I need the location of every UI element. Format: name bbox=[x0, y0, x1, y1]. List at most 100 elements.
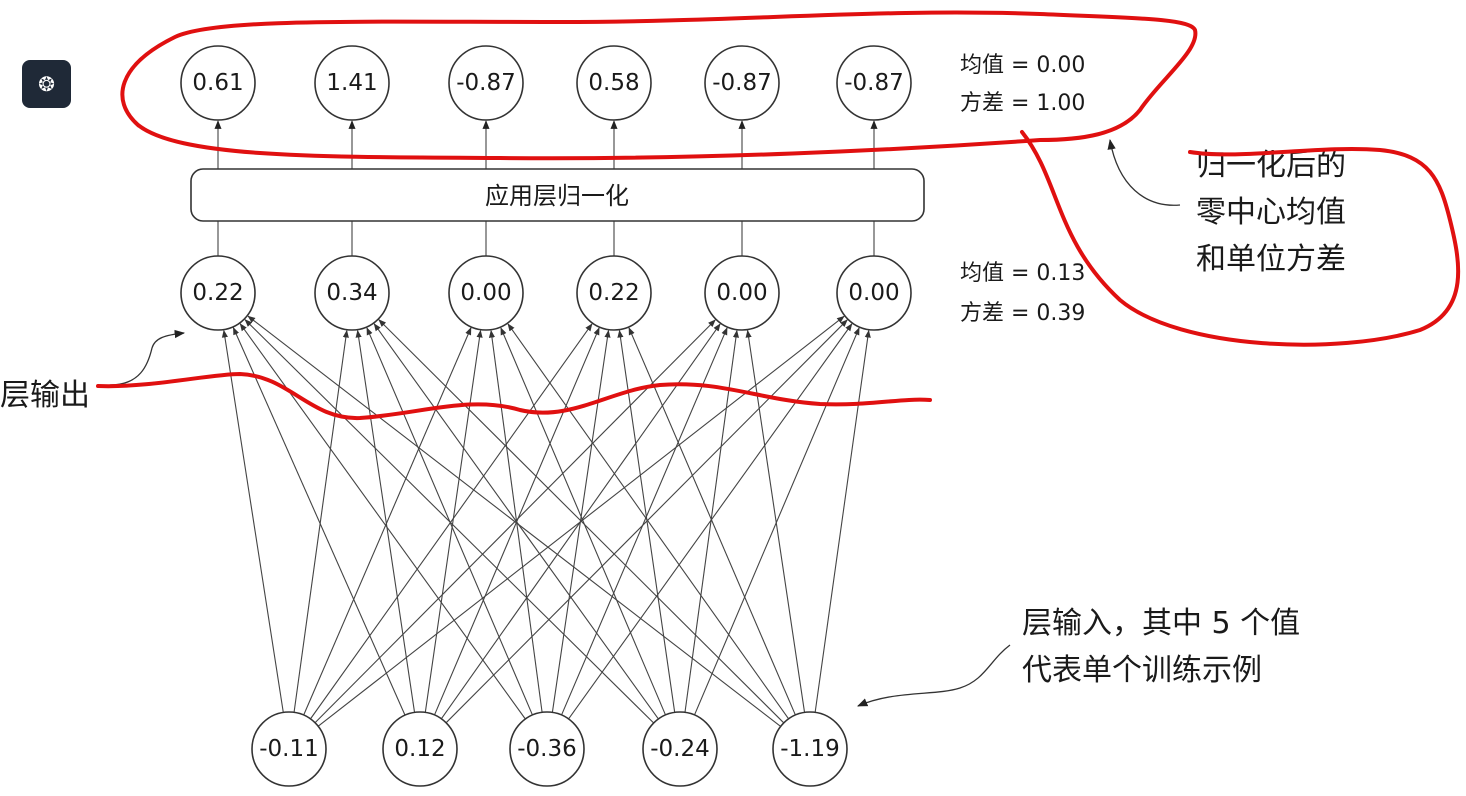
output-node-value: 0.58 bbox=[588, 70, 639, 96]
output-layer: 0.61 1.41 -0.87 0.58 -0.87 -0.87 bbox=[180, 45, 912, 121]
connection-line bbox=[551, 329, 611, 715]
hidden-node-value: 0.00 bbox=[460, 280, 511, 306]
input-node: -0.11 bbox=[251, 711, 327, 787]
input-node-value: 0.12 bbox=[394, 736, 445, 762]
output-node-value: 0.61 bbox=[192, 70, 243, 96]
output-node: 0.61 bbox=[180, 45, 256, 121]
output-node: -0.87 bbox=[836, 45, 912, 121]
output-node-value: -0.87 bbox=[456, 70, 516, 96]
output-node: 1.41 bbox=[314, 45, 390, 121]
output-node-value: -0.87 bbox=[712, 70, 772, 96]
normalized-annotation: 归一化后的 零中心均值 和单位方差 bbox=[1107, 138, 1346, 277]
input-layer: -0.11 0.12 -0.36 -0.24 -1.19 bbox=[251, 711, 848, 787]
hidden-node-circle bbox=[314, 255, 390, 331]
output-node: -0.87 bbox=[704, 45, 780, 121]
output-node-circle bbox=[180, 45, 256, 121]
input-node-circle bbox=[382, 711, 458, 787]
connection-line bbox=[221, 329, 285, 715]
hidden-node-value: 0.00 bbox=[716, 280, 767, 306]
input-node: -1.19 bbox=[772, 711, 848, 787]
layernorm-box-label: 应用层归一化 bbox=[485, 182, 629, 210]
input-node: -0.24 bbox=[642, 711, 718, 787]
output-node-circle bbox=[704, 45, 780, 121]
hidden-node-circle bbox=[576, 255, 652, 331]
layer-connectors bbox=[214, 120, 878, 256]
input-node-circle bbox=[251, 711, 327, 787]
input-node-value: -0.36 bbox=[517, 736, 577, 762]
connection-line bbox=[302, 327, 472, 718]
input-node: 0.12 bbox=[382, 711, 458, 787]
connection-line bbox=[247, 315, 783, 729]
normalized-line-3: 和单位方差 bbox=[1196, 242, 1346, 277]
connection-line bbox=[373, 323, 661, 721]
layer-output-label: 层输出 bbox=[0, 378, 90, 413]
hidden-node: 0.00 bbox=[704, 255, 780, 331]
connection-line bbox=[814, 329, 871, 715]
connection-line bbox=[507, 323, 791, 721]
hidden-node-circle bbox=[180, 255, 256, 331]
connection-line bbox=[232, 327, 407, 718]
output-node-circle bbox=[448, 45, 524, 121]
hidden-node: 0.34 bbox=[314, 255, 390, 331]
connection-lines bbox=[221, 315, 871, 729]
hidden-node: 0.22 bbox=[180, 255, 256, 331]
connection-line bbox=[628, 327, 797, 718]
output-node-circle bbox=[836, 45, 912, 121]
layer-input-annotation: 层输入，其中 5 个值 代表单个训练示例 bbox=[857, 606, 1300, 707]
red-underline-layer-output bbox=[96, 372, 932, 421]
layer-output-annotation: 层输出 bbox=[0, 329, 186, 413]
output-node-value: -0.87 bbox=[844, 70, 904, 96]
hidden-variance: 方差 = 0.39 bbox=[960, 301, 1085, 326]
output-mean: 均值 = 0.00 bbox=[960, 53, 1085, 78]
normalized-line-2: 零中心均值 bbox=[1196, 195, 1346, 230]
brain-icon[interactable]: ❂ bbox=[22, 60, 71, 108]
hidden-node-value: 0.22 bbox=[192, 280, 243, 306]
connection-line bbox=[293, 329, 349, 715]
connection-line bbox=[617, 329, 676, 715]
connection-line bbox=[684, 329, 739, 715]
output-node-circle bbox=[314, 45, 390, 121]
output-variance: 方差 = 1.00 bbox=[960, 91, 1085, 116]
input-node-value: -1.19 bbox=[780, 736, 840, 762]
hidden-node-circle bbox=[836, 255, 912, 331]
red-loop-output-layer bbox=[120, 10, 1198, 161]
input-node-value: -0.24 bbox=[650, 736, 710, 762]
input-node-circle bbox=[642, 711, 718, 787]
output-node: -0.87 bbox=[448, 45, 524, 121]
output-node-circle bbox=[576, 45, 652, 121]
connection-line bbox=[244, 319, 656, 725]
connection-line bbox=[239, 323, 527, 721]
hidden-node-value: 0.34 bbox=[326, 280, 377, 306]
hidden-node: 0.22 bbox=[576, 255, 652, 331]
hidden-node: 0.00 bbox=[836, 255, 912, 331]
layer-input-line-2: 代表单个训练示例 bbox=[1022, 653, 1262, 688]
hidden-layer: 0.22 0.34 0.00 0.22 0.00 0.00 bbox=[180, 255, 912, 331]
connection-line bbox=[378, 319, 786, 725]
connection-line bbox=[566, 323, 853, 721]
connection-line bbox=[444, 319, 848, 725]
output-node: 0.58 bbox=[576, 45, 652, 121]
input-node-value: -0.11 bbox=[259, 736, 319, 762]
hidden-node-value: 0.22 bbox=[588, 280, 639, 306]
output-node-value: 1.41 bbox=[326, 70, 377, 96]
layernorm-box: 应用层归一化 bbox=[190, 168, 925, 222]
hidden-node-value: 0.00 bbox=[848, 280, 899, 306]
connection-line bbox=[560, 327, 728, 718]
input-node-circle bbox=[772, 711, 848, 787]
layer-input-callout-arrow bbox=[857, 644, 1011, 707]
normalized-callout-arrow bbox=[1107, 138, 1181, 206]
connection-line bbox=[500, 327, 667, 718]
connection-line bbox=[745, 329, 806, 715]
red-loop-normalized-note bbox=[1020, 130, 1461, 347]
hidden-node-circle bbox=[448, 255, 524, 331]
layer-input-line-1: 层输入，其中 5 个值 bbox=[1022, 606, 1300, 641]
connection-line bbox=[313, 319, 716, 725]
hidden-mean: 均值 = 0.13 bbox=[960, 261, 1085, 286]
connection-line bbox=[355, 329, 416, 715]
connection-line bbox=[424, 329, 483, 715]
input-node: -0.36 bbox=[509, 711, 585, 787]
layer-output-callout-arrow bbox=[109, 329, 186, 386]
hidden-node-circle bbox=[704, 255, 780, 331]
red-annotation-marks bbox=[96, 10, 1461, 421]
